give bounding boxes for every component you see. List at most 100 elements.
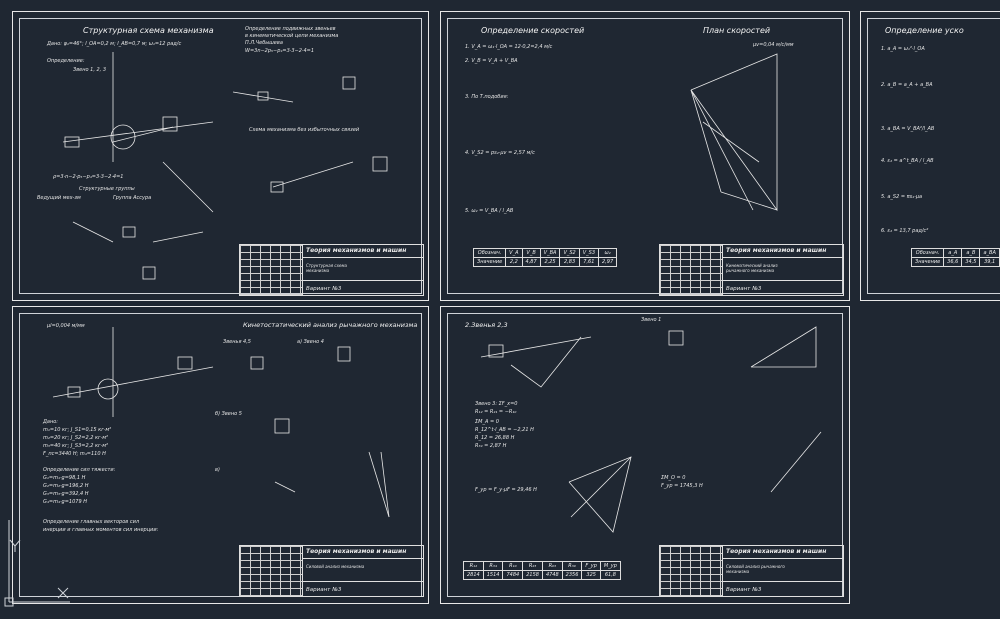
- sheet-title: Определение уско: [885, 26, 964, 35]
- note-line: Группа Ассура: [113, 195, 152, 201]
- given-line: G₄=m₄·g=1079 Н: [43, 499, 87, 505]
- side-note: W=3n−2p₅−p₄=3·3−2·4=1: [245, 48, 315, 54]
- step-label: а) Звено 4: [297, 339, 324, 345]
- sheet-structural-scheme[interactable]: Структурная схема механизма Дано: φ₁=46°…: [12, 11, 429, 301]
- step-label: Звенья 4,5: [223, 339, 251, 345]
- table-header: V_B: [521, 248, 541, 258]
- table-header: R₂₃: [522, 561, 543, 571]
- step-line: 4. ε₂ = a^t_BA / l_AB: [881, 158, 934, 164]
- stamp-subtitle: Силовой анализ рычажного механизма: [726, 564, 785, 574]
- given-line: F_пс=3440 Н; m₄=110 Н: [43, 451, 106, 457]
- table-cell: 2,83: [559, 257, 580, 267]
- table-header: V_S2: [559, 248, 580, 258]
- table-cell: 2,2: [505, 257, 523, 267]
- table-cell: 39,1: [979, 257, 1000, 267]
- stamp-title: Теория механизмов и машин: [726, 247, 827, 254]
- stamp-variant: Вариант №3: [306, 286, 342, 292]
- step-line: 3. a_BA = V_BA²/l_AB: [881, 126, 935, 132]
- note-line: Звено 1, 2, 3: [73, 67, 107, 73]
- table-header: R₁₀: [502, 561, 524, 571]
- stamp-title: Теория механизмов и машин: [726, 548, 827, 555]
- table-header: a_A: [943, 248, 963, 258]
- table-cell: 325: [581, 570, 601, 580]
- scale-note: μl=0,004 м/мм: [47, 323, 85, 329]
- step-line: ΣM_O = 0: [661, 475, 686, 481]
- stamp-grid: [240, 245, 303, 295]
- table-header: V_BA: [539, 248, 561, 258]
- stamp-subtitle: Кинематический анализ рычажного механизм…: [726, 263, 778, 273]
- title-block: Теория механизмов и машин Силовой анализ…: [239, 545, 424, 597]
- given-line: Дано:: [43, 419, 58, 425]
- plan-scale: μv=0,04 м/с/мм: [753, 42, 794, 48]
- sheet-title: 2.Звенья 2,3: [465, 321, 508, 329]
- stamp-variant: Вариант №3: [306, 587, 342, 593]
- kinetostatic-drawing: [52, 327, 390, 518]
- table-cell: 2158: [522, 570, 543, 580]
- table-cell: Значение: [910, 257, 945, 267]
- table-cell: 4,87: [521, 257, 541, 267]
- note-line: Ведущий мех-зм: [37, 195, 81, 201]
- given-data: Дано: φ₁=46°; l_OA=0,2 м; l_AB=0,7 м; ω₁…: [47, 41, 182, 47]
- table-header: R₀₃: [541, 561, 563, 571]
- table-cell: 36,6: [943, 257, 963, 267]
- title-block: Теория механизмов и машин Силовой анализ…: [659, 545, 844, 597]
- sheet-velocities[interactable]: Определение скоростей План скоростей μv=…: [440, 11, 850, 301]
- given-line: Определение сил тяжести:: [43, 467, 116, 473]
- table-cell: 61,8: [599, 570, 621, 580]
- step-line: 2. a_B = a_A + a_BA: [881, 82, 933, 88]
- table-cell: 1514: [482, 570, 504, 580]
- title-block: Теория механизмов и машин Структурная сх…: [239, 244, 424, 296]
- step-line: 5. a_S2 = πs₂·μa: [881, 194, 923, 200]
- stamp-title: Теория механизмов и машин: [306, 548, 407, 555]
- table-cell: 2814: [463, 570, 484, 580]
- sheet-inner-frame: [19, 313, 422, 597]
- stamp-subtitle: Структурная схема механизма: [306, 263, 347, 273]
- step-line: F_ур = F_y·μF = 29,46 Н: [475, 487, 537, 493]
- table-header: ω₂: [597, 248, 618, 258]
- side-note: П.Л.Чебышева: [245, 40, 283, 46]
- step-line: 2. V_B = V_A + V_BA: [465, 58, 518, 64]
- mechanism-drawing: [62, 52, 388, 280]
- table-header: R₃₄: [482, 561, 504, 571]
- table-cell: 34,5: [961, 257, 981, 267]
- table-header: M_ур: [599, 561, 621, 571]
- side-note: в кинематической цепи механизма: [245, 33, 339, 39]
- step-line: 4. V_S2 = ps₂·μv = 2,57 м/с: [465, 150, 535, 156]
- table-cell: Значение: [472, 257, 507, 267]
- step-line: ΣM_A = 0: [475, 419, 499, 425]
- table-header: V_S3: [578, 248, 600, 258]
- sheet-force-analysis[interactable]: 2.Звенья 2,3 Звено 1 Звено 3: ΣF_x=0 R₁₂…: [440, 306, 850, 604]
- stamp-subtitle: Силовой анализ механизма: [306, 564, 365, 569]
- table-header: R₁₂: [463, 561, 484, 571]
- title-block: Теория механизмов и машин Кинематический…: [659, 244, 844, 296]
- table-cell: 2356: [561, 570, 583, 580]
- table-cell: 7484: [502, 570, 524, 580]
- given-line: m₃=40 кг; J_S3=2,2 кг·м²: [43, 443, 109, 449]
- step-line: Звено 3: ΣF_x=0: [475, 401, 518, 407]
- side-note: Схема механизма без избыточных связей: [249, 127, 360, 133]
- stamp-title: Теория механизмов и машин: [306, 247, 407, 254]
- step-line: 3. По Т.подобия:: [465, 94, 509, 100]
- sheet-title: Кинетостатический анализ рычажного механ…: [243, 321, 418, 329]
- table-header: Обознач.: [472, 248, 507, 258]
- sheet-kinetostatics[interactable]: Кинетостатический анализ рычажного механ…: [12, 306, 429, 604]
- sheet-inner-frame: [867, 18, 1000, 294]
- step-line: 1. a_A = ω₁²·l_OA: [881, 46, 925, 52]
- given-line: Определение главных векторов сил: [43, 519, 140, 525]
- given-line: G₂=m₂·g=196,2 Н: [43, 483, 89, 489]
- sheet-inner-frame: [19, 18, 422, 294]
- sheet-accelerations[interactable]: Определение уско 1. a_A = ω₁²·l_OA 2. a_…: [860, 11, 1000, 301]
- sheet-inner-frame: [447, 18, 843, 294]
- acceleration-results-table: Обознач. a_A a_B a_BA Значение 36,6 34,5…: [910, 248, 1000, 267]
- velocity-plan-title: План скоростей: [703, 26, 771, 35]
- sheet-title: Структурная схема механизма: [83, 26, 214, 35]
- step-label: Звено 1: [641, 317, 662, 323]
- step-line: 1. V_A = ω₁·l_OA = 12·0,2=2,4 м/с: [465, 44, 553, 50]
- note-line: Структурные группы: [79, 186, 135, 192]
- step-label: в): [215, 467, 220, 473]
- table-header: F_ур: [581, 561, 601, 571]
- stamp-variant: Вариант №3: [726, 587, 762, 593]
- stamp-variant: Вариант №3: [726, 286, 762, 292]
- table-header: V_A: [505, 248, 523, 258]
- force-polygon-drawing: [480, 326, 822, 533]
